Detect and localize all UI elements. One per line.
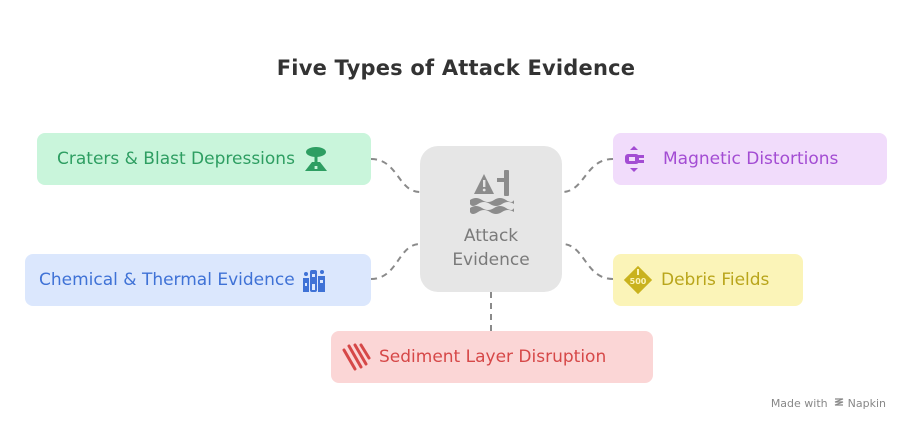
made-with-text: Made with <box>770 397 828 410</box>
flood-warning-icon <box>470 170 514 214</box>
node-craters: Craters & Blast Depressions <box>37 133 371 185</box>
center-node: Attack Evidence <box>420 146 562 292</box>
craters-label: Craters & Blast Depressions <box>57 149 295 169</box>
magnet-icon <box>621 144 651 174</box>
svg-text:500: 500 <box>630 277 647 286</box>
connector-magnetic <box>561 158 614 193</box>
center-label: Attack Evidence <box>452 226 530 270</box>
limit-500-sign-icon: 500 <box>623 265 653 295</box>
sediment-label: Sediment Layer Disruption <box>379 347 607 367</box>
factory-icon <box>299 265 329 295</box>
debris-label: Debris Fields <box>661 270 770 290</box>
magnetic-label: Magnetic Distortions <box>663 149 839 169</box>
node-chemical: Chemical & Thermal Evidence <box>25 254 371 306</box>
connector-chemical <box>370 243 421 280</box>
napkin-brand-text: Napkin <box>847 397 886 410</box>
volcano-tree-icon <box>301 144 331 174</box>
napkin-logo-icon <box>834 397 844 410</box>
chemical-label: Chemical & Thermal Evidence <box>39 270 295 290</box>
footer-attribution: Made with Napkin <box>771 397 886 410</box>
connector-craters <box>370 158 421 193</box>
connector-debris <box>561 243 614 280</box>
diagram-title: Five Types of Attack Evidence <box>276 56 636 80</box>
node-debris: 500 Debris Fields <box>613 254 803 306</box>
diagonal-lines-icon <box>341 342 371 372</box>
node-sediment: Sediment Layer Disruption <box>331 331 653 383</box>
node-magnetic: Magnetic Distortions <box>613 133 887 185</box>
